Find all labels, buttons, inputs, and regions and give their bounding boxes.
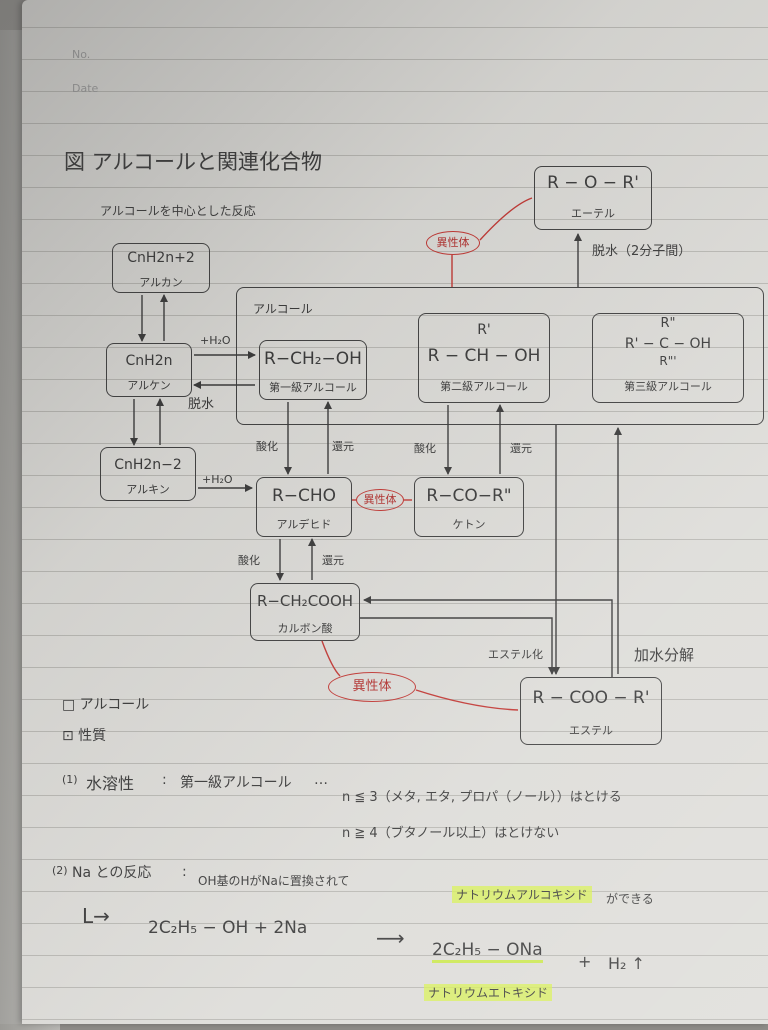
tertiary-formula: R' − C − OH [624, 336, 712, 352]
ether-name: エーテル [571, 207, 615, 220]
alkene-box: CnH2n アルケン [106, 343, 192, 397]
isomer-label-3: 異性体 [352, 679, 392, 694]
carboxylic-name: カルボン酸 [277, 622, 333, 635]
alkene-formula: CnH2n [125, 353, 173, 369]
isomer-label-2: 異性体 [363, 493, 397, 506]
page-title: 図 アルコールと関連化合物 [64, 150, 323, 174]
oxidation-label-1: 酸化 [256, 440, 278, 453]
aldehyde-formula: R−CHO [271, 486, 337, 506]
ketone-box: R−CO−R" ケトン [414, 477, 524, 537]
hydrolysis-label: 加水分解 [634, 646, 695, 664]
ketone-name: ケトン [452, 518, 486, 531]
equation-left: 2C₂H₅ − OH + 2Na [148, 918, 308, 938]
primary-name: 第一級アルコール [269, 381, 357, 394]
solubility-num: (1) [62, 773, 78, 786]
alcohol-heading: □ アルコール [62, 697, 150, 713]
solubility-line-2: n ≧ 4（ブタノール以上）はとけない [342, 826, 560, 841]
secondary-formula-top: R' [477, 322, 491, 338]
alkyne-box: CnH2n−2 アルキン [100, 447, 196, 501]
reaction-arrows [130, 197, 622, 711]
ester-name: エステル [569, 724, 613, 737]
properties-heading: ⊡ 性質 [62, 728, 107, 744]
na-description-end: ができる [606, 892, 654, 906]
solubility-class: 第一級アルコール [180, 775, 292, 791]
date-label: Date [72, 82, 99, 95]
primary-alcohol-box: R−CH₂−OH 第一級アルコール [259, 340, 367, 400]
isomer-oval-ester: 異性体 [328, 672, 416, 702]
solubility-title: 水溶性 [86, 774, 135, 793]
equation-lead-arrow: L→ [82, 904, 110, 928]
aldehyde-name: アルデヒド [276, 518, 332, 531]
alkane-box: CnH2n+2 アルカン [112, 243, 210, 293]
ester-box: R − COO − R' エステル [520, 677, 662, 745]
na-colon: : [182, 864, 187, 880]
alkane-formula: CnH2n+2 [127, 250, 195, 266]
equation-product: 2C₂H₅ − ONa [432, 940, 543, 963]
tertiary-formula-bottom: R"' [659, 354, 677, 368]
na-description: OH基のHがNaに置換されて [198, 874, 350, 888]
na-title: Na との反応 [72, 865, 152, 881]
solubility-dots: … [314, 772, 328, 788]
solubility-colon: : [162, 772, 167, 788]
isomer-oval-ether: 異性体 [426, 231, 480, 255]
na-num: (2) [52, 864, 68, 877]
alkyne-formula: CnH2n−2 [114, 457, 182, 473]
equation-plus: + [578, 952, 592, 971]
secondary-formula: R − CH − OH [427, 346, 541, 366]
tertiary-formula-top: R" [660, 316, 676, 331]
alkane-name: アルカン [139, 276, 183, 289]
no-label: No. [72, 48, 91, 61]
alkene-name: アルケン [127, 379, 171, 392]
esterification-label: エステル化 [488, 648, 543, 661]
dehydration-label: 脱水 [188, 397, 215, 412]
ketone-formula: R−CO−R" [426, 486, 512, 506]
equation-arrow: ⟶ [376, 926, 405, 950]
primary-formula: R−CH₂−OH [264, 349, 362, 369]
equation-gas: H₂ ↑ [608, 954, 645, 973]
oxidation-label-3: 酸化 [238, 554, 260, 567]
notebook-page: No. Date 図 アルコールと関連化合物 アルコールを中心とした反応 R −… [22, 0, 768, 1024]
tertiary-name: 第三級アルコール [624, 380, 712, 393]
ether-box: R − O − R' エーテル [534, 166, 652, 230]
reduction-label-1: 還元 [332, 440, 354, 453]
solubility-line-1: n ≦ 3（メタ, エタ, プロパ（ノール））はとける [342, 790, 622, 805]
reduction-label-2: 還元 [510, 442, 532, 455]
h2o-label-1: +H₂O [200, 334, 231, 347]
ester-formula: R − COO − R' [532, 688, 650, 708]
carboxylic-formula: R−CH₂COOH [256, 592, 354, 610]
carboxylic-acid-box: R−CH₂COOH カルボン酸 [250, 583, 360, 641]
alcohol-group-label: アルコール [253, 302, 313, 316]
aldehyde-box: R−CHO アルデヒド [256, 477, 352, 537]
isomer-oval-ketone: 異性体 [356, 489, 404, 511]
oxidation-label-2: 酸化 [414, 442, 436, 455]
alkyne-name: アルキン [126, 483, 170, 496]
na-highlight: ナトリウムアルコキシド [452, 886, 592, 903]
ether-formula: R − O − R' [547, 173, 639, 193]
tertiary-alcohol-box: R" R' − C − OH R"' 第三級アルコール [592, 313, 744, 403]
secondary-alcohol-box: R' R − CH − OH 第二級アルコール [418, 313, 550, 403]
reduction-label-3: 還元 [322, 554, 344, 567]
h2o-label-2: +H₂O [202, 473, 233, 486]
isomer-label-1: 異性体 [436, 236, 470, 249]
secondary-name: 第二級アルコール [440, 380, 528, 393]
dehydration-ether-label: 脱水（2分子間） [592, 244, 692, 259]
equation-product-name: ナトリウムエトキシド [424, 984, 553, 1001]
diagram-subtitle: アルコールを中心とした反応 [100, 204, 256, 218]
